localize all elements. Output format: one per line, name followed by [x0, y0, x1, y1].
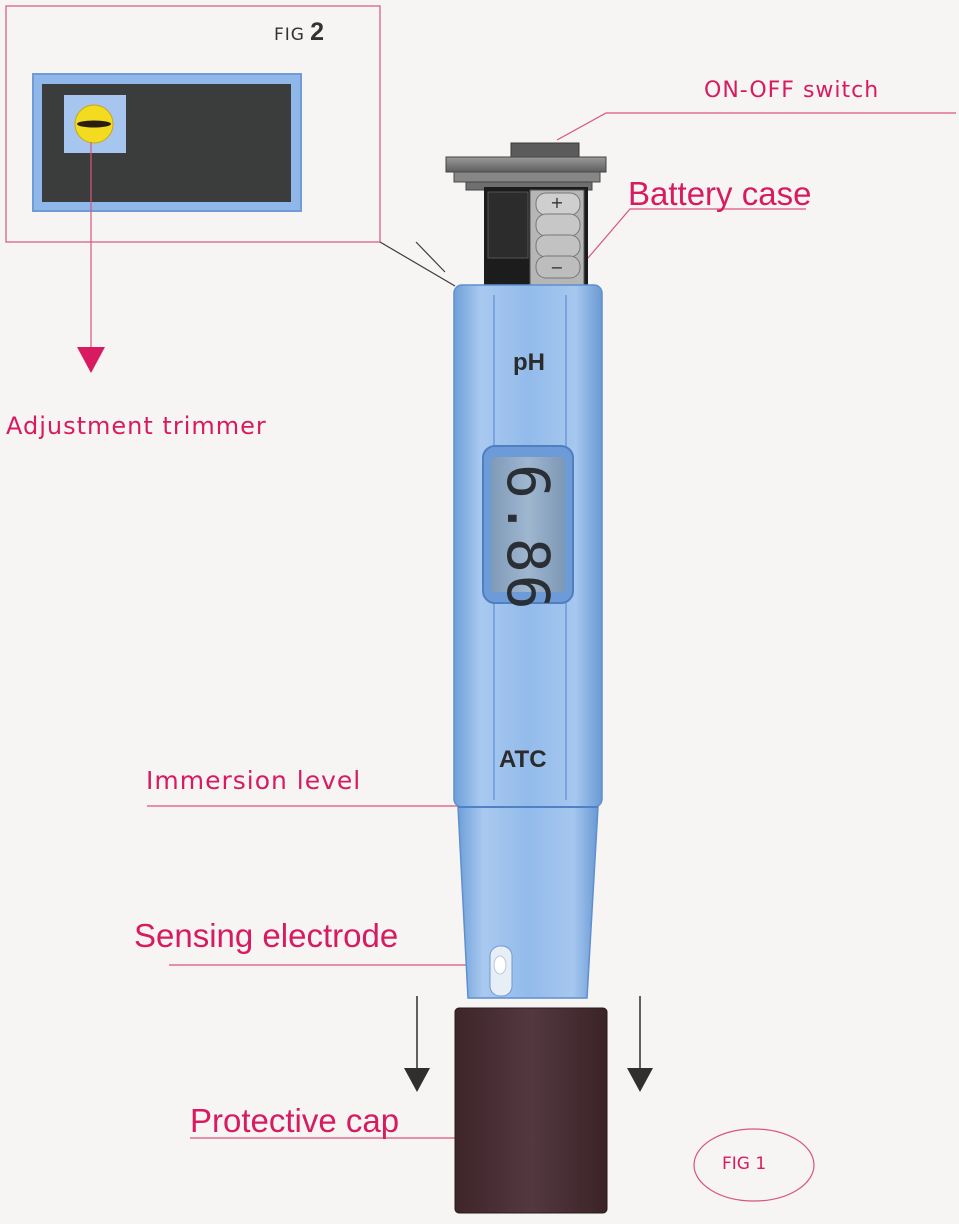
battery-cell-3 [535, 234, 581, 258]
lcd-reading: 6.86 [494, 464, 562, 612]
meter-body [453, 284, 603, 999]
battery-case: + − [484, 187, 588, 287]
fig2-label-number: 2 [310, 18, 324, 46]
on-off-leader [556, 112, 956, 141]
fig2-inset [5, 5, 381, 243]
cap-arrow-left-icon [404, 1068, 430, 1092]
on-off-switch-label: ON-OFF switch [704, 78, 880, 103]
adjustment-trimmer-label: Adjustment trimmer [6, 412, 267, 440]
fig2-label-prefix: FIG [274, 25, 305, 45]
leader-lines [90, 112, 956, 1139]
on-off-switch [445, 142, 607, 191]
ph-unit-label: pH [513, 349, 545, 376]
battery-cell-2 [535, 213, 581, 237]
switch-grip [510, 142, 580, 158]
switch-top [445, 156, 607, 173]
fig1-label: FIG 1 [722, 1154, 767, 1174]
sensing-electrode-label: Sensing electrode [134, 917, 399, 954]
meter-lower-body [457, 806, 599, 999]
fig2-connector-line [379, 241, 456, 287]
protective-cap [454, 1007, 608, 1214]
battery-minus-icon: − [550, 258, 563, 277]
fig2-label: FIG 2 [274, 18, 324, 47]
atc-label: ATC [499, 746, 547, 773]
battery-leader [587, 208, 806, 259]
lcd-screen [491, 457, 565, 592]
battery-case-label: Battery case [628, 175, 812, 212]
fig2-connector-line-2 [415, 241, 446, 273]
protective-cap-label: Protective cap [190, 1102, 400, 1139]
trimmer-slot-icon [77, 120, 111, 128]
battery-cell-4 [535, 255, 581, 279]
battery-plus-icon: + [550, 193, 563, 212]
battery-left-block [487, 191, 529, 259]
fig1-ellipse [693, 1128, 815, 1202]
protective-cap-group [404, 996, 653, 1214]
fig2-frame [5, 5, 381, 243]
electrode-bulb [493, 955, 507, 975]
cap-arrow-right-icon [627, 1068, 653, 1092]
immersion-level-label: Immersion level [146, 766, 362, 795]
trimmer-arrow-icon [77, 347, 105, 373]
switch-mid [453, 171, 601, 183]
